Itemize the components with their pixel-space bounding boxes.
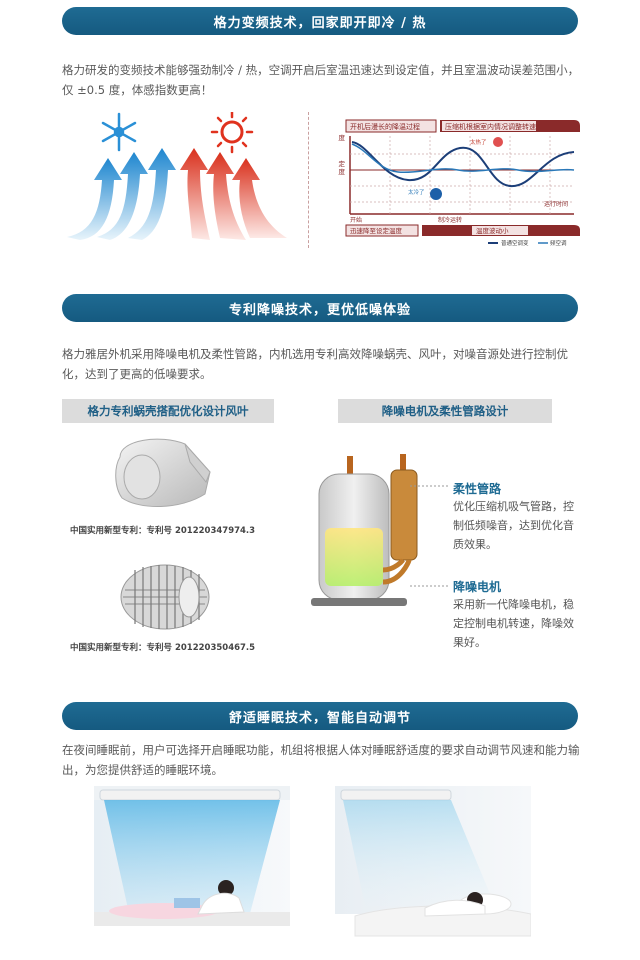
section3-banner: 舒适睡眠技术，智能自动调节 [62, 702, 578, 730]
cold-face-icon [430, 188, 442, 200]
section1-divider [308, 112, 309, 248]
callout-lines [410, 485, 450, 587]
hot-air-arrows [180, 148, 287, 240]
patent-number-1: 中国实用新型专利：专利号 201220347974.3 [70, 526, 256, 536]
noise-motor-description: 采用新一代降噪电机，稳定控制电机转速，降噪效果好。 [453, 598, 574, 649]
tag-left-top: 开机后漫长的降温过程 [350, 122, 420, 131]
volute-casing-image [110, 432, 220, 512]
motor-header-text: 降噪电机及柔性管路设计 [381, 404, 509, 418]
section2-title: 专利降噪技术，更优低噪体验 [228, 302, 411, 318]
hot-annotation: 太热了 [470, 138, 487, 146]
temperature-comparison-chart: 开机后漫长的降温过程 压缩机根据室内情况调整转速 温度 设定 温度 太热了 太冷… [332, 116, 582, 248]
y-label-temp: 温度 [338, 133, 346, 142]
cold-air-arrows [67, 148, 176, 240]
flexible-pipe-description: 优化压缩机吸气管路，控制低频噪音，达到优化音质效果。 [453, 500, 574, 551]
section1-title: 格力变频技术，回家即开即冷 / 热 [213, 15, 427, 31]
legend-normal: 普通空调变 [501, 239, 529, 247]
section1-banner: 格力变频技术，回家即开即冷 / 热 [62, 7, 578, 35]
cooling-label: 制冷运转 [438, 216, 462, 224]
section2-banner: 专利降噪技术，更优低噪体验 [62, 294, 578, 322]
sun-icon [210, 110, 254, 154]
run-time-label: 运行时间 [544, 200, 568, 208]
y-label-set: 设定 [338, 159, 346, 168]
cold-annotation: 太冷了 [408, 188, 425, 196]
noise-motor-title: 降噪电机 [453, 580, 502, 594]
fan-header-text: 格力专利蜗壳搭配优化设计风叶 [87, 404, 249, 418]
fan-wheel-image [115, 560, 215, 634]
sleep-scene-left-image [94, 786, 290, 956]
start-label: 开始 [350, 216, 362, 224]
tag-right-top: 压缩机根据室内情况调整转速 [445, 122, 536, 131]
motor-header: 降噪电机及柔性管路设计 [338, 399, 552, 423]
hot-face-icon [493, 137, 503, 147]
fan-header: 格力专利蜗壳搭配优化设计风叶 [62, 399, 274, 423]
y-label-set-2: 温度 [338, 167, 346, 176]
section3-description: 在夜间睡眠前，用户可选择开启睡眠功能，机组将根据人体对睡眠舒适度的要求自动调节风… [62, 743, 580, 777]
hot-cold-arrows-illustration [62, 110, 297, 242]
section2-description: 格力雅居外机采用降噪电机及柔性管路，内机选用专利高效降噪蜗壳、风叶，对噪音源处进… [62, 347, 568, 381]
section3-title: 舒适睡眠技术，智能自动调节 [228, 710, 411, 726]
tag-right-bottom: 温度波动小 [476, 226, 509, 235]
tag-left-bottom: 迅速降至设定温度 [350, 226, 403, 235]
sleep-scene-right-image [335, 786, 531, 956]
normal-ac-curve [351, 141, 575, 188]
patent-number-2: 中国实用新型专利：专利号 201220350467.5 [70, 643, 256, 653]
compressor-image [305, 450, 445, 620]
legend-inverter: 频空调 [550, 239, 567, 247]
flexible-pipe-title: 柔性管路 [453, 482, 502, 496]
inverter-ac-curve [351, 143, 575, 174]
snowflake-icon [101, 112, 137, 152]
section1-description: 格力研发的变频技术能够强劲制冷 / 热，空调开启后室温迅速达到设定值，并且室温波… [62, 63, 580, 97]
